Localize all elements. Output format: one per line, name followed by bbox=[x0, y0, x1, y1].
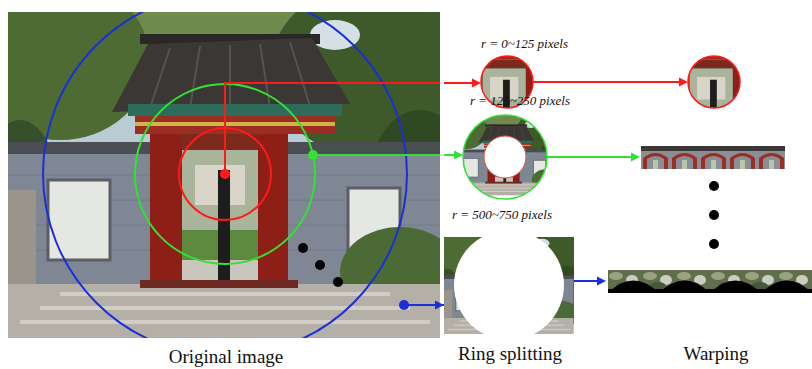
arrow-head bbox=[435, 301, 444, 310]
warp-arrows bbox=[533, 78, 688, 286]
ring-radius-label: r = 500~750 pixels bbox=[452, 207, 552, 223]
arrow-connector bbox=[444, 151, 463, 160]
outer-ring-thumbnail bbox=[433, 227, 589, 340]
ring-radius-label: r = 0~125 pixels bbox=[481, 36, 568, 52]
image-caption: Original image bbox=[8, 346, 444, 368]
column-label: Warping bbox=[684, 343, 749, 365]
arrow-connector bbox=[444, 79, 481, 88]
ring-radius-label: r = 125~250 pixels bbox=[470, 93, 570, 109]
column-label: Ring splitting bbox=[458, 343, 562, 365]
warped-strip bbox=[608, 270, 812, 293]
column-label-holder: Ring splitting bbox=[458, 343, 562, 365]
warped-disk bbox=[570, 0, 812, 175]
column-label-holder: Warping bbox=[684, 343, 749, 365]
ring-node: r = 125~250 pixels bbox=[463, 91, 572, 199]
arrow-connector bbox=[435, 301, 444, 310]
ring-thumbnail bbox=[446, 112, 567, 199]
arrow-head bbox=[472, 79, 481, 88]
warped-strip bbox=[641, 146, 785, 169]
original-photo bbox=[8, 12, 440, 338]
arrow-head bbox=[454, 151, 463, 160]
image-panel: Original image bbox=[8, 12, 444, 368]
ring-node: r = 500~750 pixels bbox=[444, 205, 574, 334]
connector-line bbox=[444, 154, 455, 156]
leader-lines bbox=[220, 83, 440, 310]
connector-line bbox=[444, 82, 473, 84]
